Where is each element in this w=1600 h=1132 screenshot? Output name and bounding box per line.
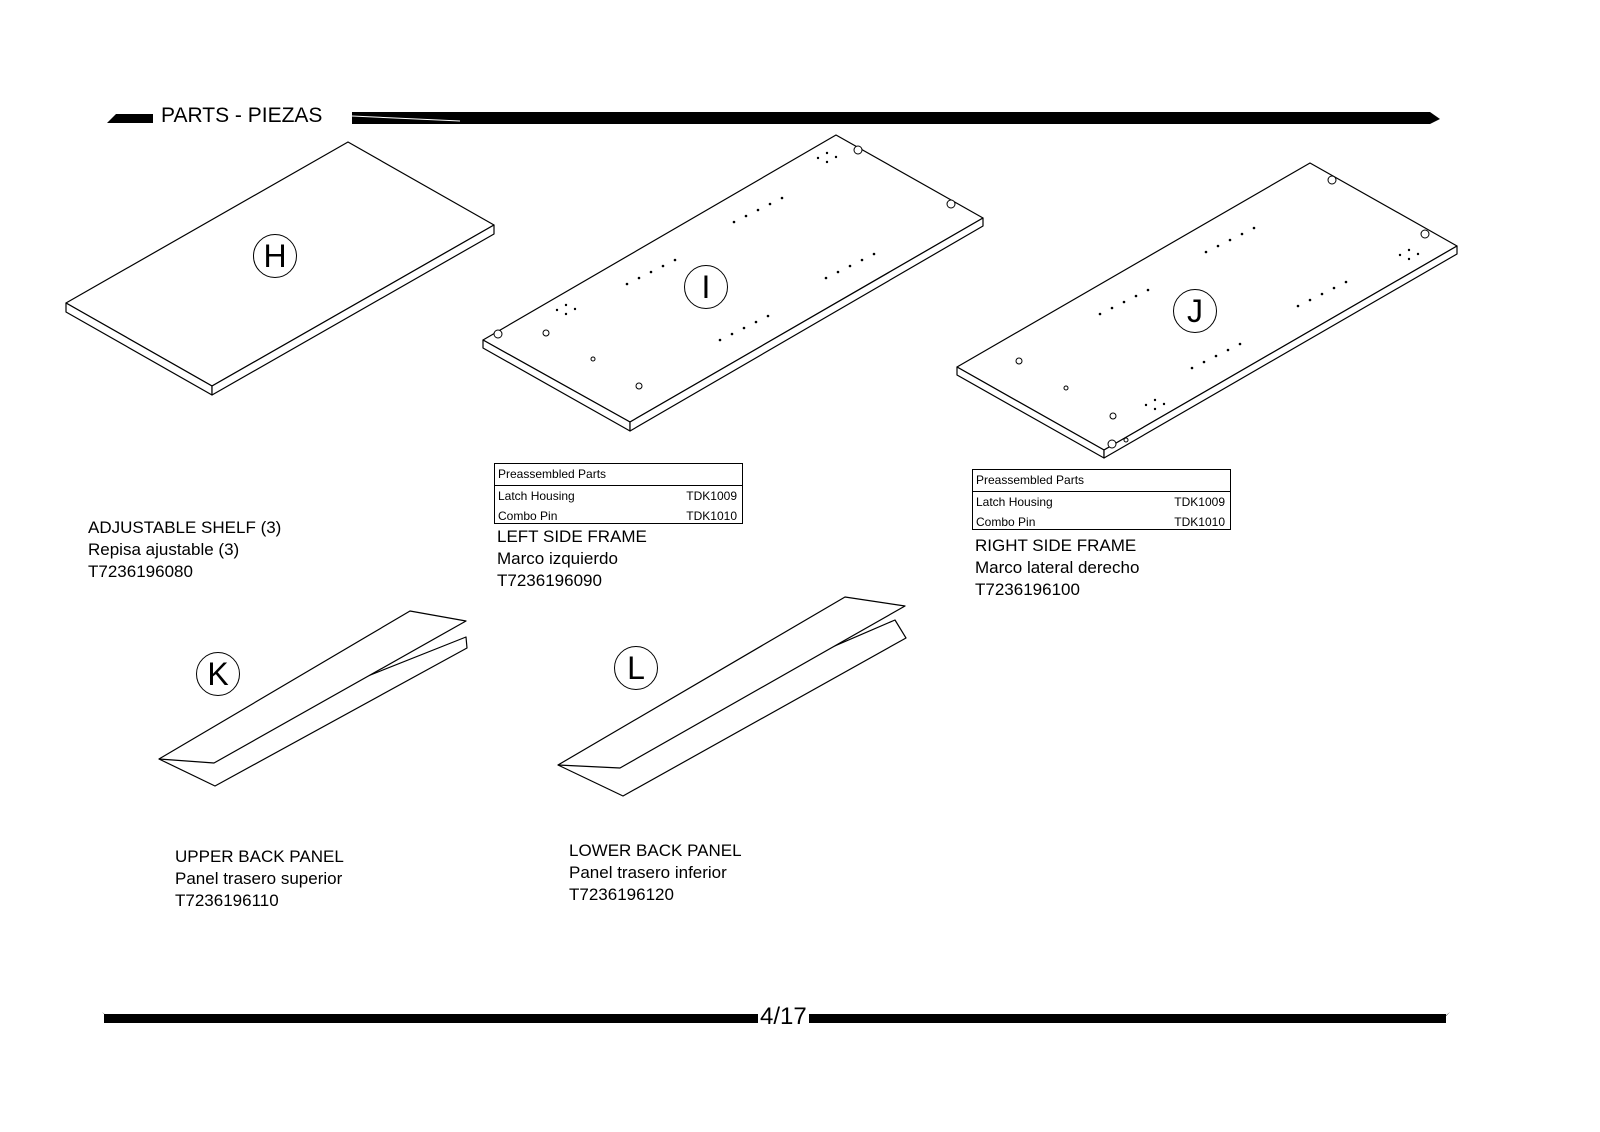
part-letter-k: K xyxy=(196,652,240,696)
preassembled-row: Combo Pin TDK1010 xyxy=(973,512,1230,532)
preassembled-title: Preassembled Parts xyxy=(973,470,1230,492)
part-name-es: Marco izquierdo xyxy=(497,549,618,568)
preassembled-label: Combo Pin xyxy=(976,515,1036,529)
part-code: T7236196100 xyxy=(975,580,1080,599)
preassembled-row: Combo Pin TDK1010 xyxy=(495,506,742,526)
part-code: T7236196090 xyxy=(497,571,602,590)
part-name: RIGHT SIDE FRAME xyxy=(975,536,1137,555)
preassembled-row: Latch Housing TDK1009 xyxy=(495,486,742,506)
part-letter-l: L xyxy=(614,646,658,690)
part-letter-j: J xyxy=(1173,289,1217,333)
left-side-frame-drawing xyxy=(482,134,984,432)
preassembled-table-left: Preassembled Parts Latch Housing TDK1009… xyxy=(494,463,743,524)
lower-back-panel-drawing xyxy=(557,596,907,797)
part-name: UPPER BACK PANEL xyxy=(175,847,344,866)
section-title: PARTS - PIEZAS xyxy=(161,104,323,127)
part-name: LEFT SIDE FRAME xyxy=(497,527,647,546)
preassembled-code: TDK1010 xyxy=(1174,515,1225,529)
part-letter-h: H xyxy=(253,234,297,278)
preassembled-code: TDK1009 xyxy=(1174,495,1225,509)
part-name-es: Panel trasero inferior xyxy=(569,863,727,882)
part-name-es: Repisa ajustable (3) xyxy=(88,540,240,559)
preassembled-code: TDK1009 xyxy=(686,489,737,503)
page-number: 4/17 xyxy=(758,1003,809,1030)
preassembled-label: Latch Housing xyxy=(498,489,575,503)
header-bar xyxy=(107,112,1440,124)
preassembled-label: Latch Housing xyxy=(976,495,1053,509)
part-label-left-side-frame: LEFT SIDE FRAME Marco izquierdo T7236196… xyxy=(497,526,647,592)
part-code: T7236196110 xyxy=(175,891,279,910)
part-name: ADJUSTABLE SHELF (3) xyxy=(88,518,282,537)
part-letter-i: I xyxy=(684,265,728,309)
preassembled-table-right: Preassembled Parts Latch Housing TDK1009… xyxy=(972,469,1231,530)
part-label-upper-back-panel: UPPER BACK PANEL Panel trasero superior … xyxy=(175,846,344,912)
part-code: T7236196080 xyxy=(88,562,193,581)
preassembled-code: TDK1010 xyxy=(686,509,737,523)
part-label-right-side-frame: RIGHT SIDE FRAME Marco lateral derecho T… xyxy=(975,535,1139,601)
preassembled-label: Combo Pin xyxy=(498,509,558,523)
part-name-es: Marco lateral derecho xyxy=(975,558,1140,577)
upper-back-panel-drawing xyxy=(158,610,468,787)
preassembled-row: Latch Housing TDK1009 xyxy=(973,492,1230,512)
part-label-lower-back-panel: LOWER BACK PANEL Panel trasero inferior … xyxy=(569,840,742,906)
preassembled-title: Preassembled Parts xyxy=(495,464,742,486)
part-name: LOWER BACK PANEL xyxy=(569,841,742,860)
part-label-adjustable-shelf: ADJUSTABLE SHELF (3) Repisa ajustable (3… xyxy=(88,517,281,583)
part-code: T7236196120 xyxy=(569,885,674,904)
part-name-es: Panel trasero superior xyxy=(175,869,343,888)
